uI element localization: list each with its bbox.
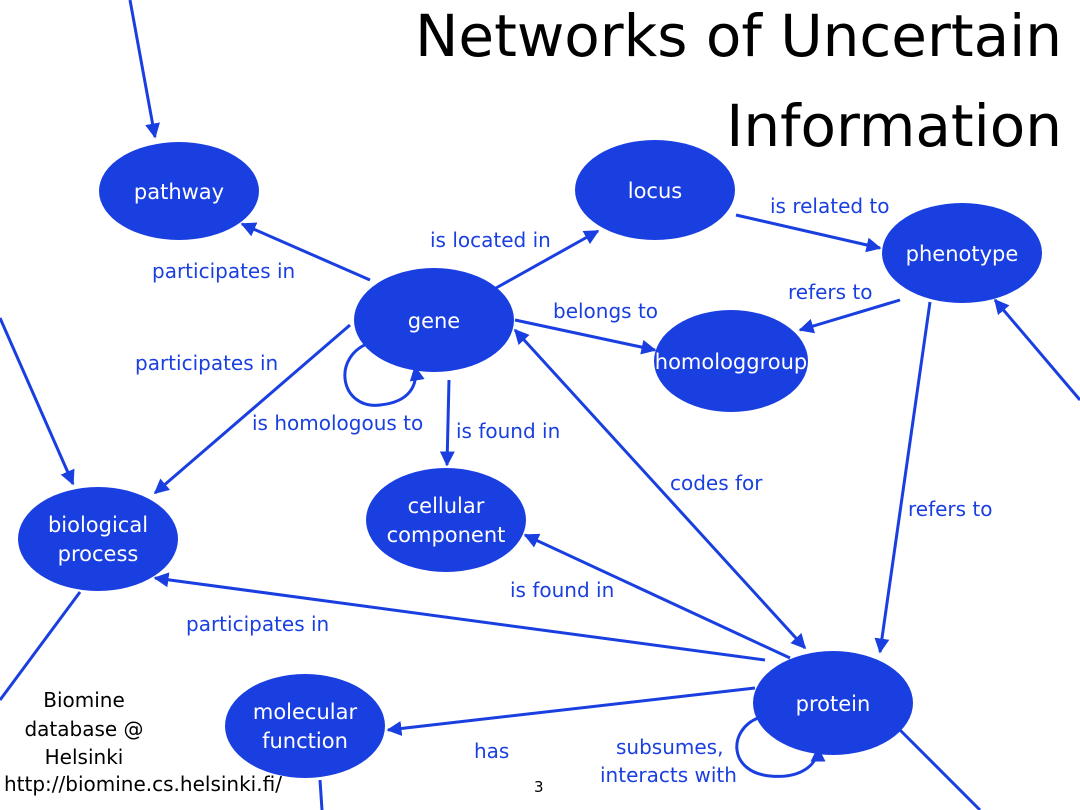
node-pathway[interactable]: pathway <box>99 142 259 240</box>
edge-label-protein-cellular-component: is found in <box>510 578 614 602</box>
edge-gene-cellular-component <box>439 379 455 467</box>
node-gene-label: gene <box>408 309 460 333</box>
edge-molecular-function-offpage <box>318 779 324 810</box>
node-locus-label: locus <box>628 179 682 203</box>
credit-line1: Biomine <box>43 688 125 712</box>
node-cellular-component[interactable]: cellular component <box>366 468 526 572</box>
node-homologgroup[interactable]: homologgroup <box>654 310 808 412</box>
slide-title-line1: Networks of Uncertain <box>415 2 1062 70</box>
node-phenotype[interactable]: phenotype <box>882 203 1042 303</box>
edge-phenotype-protein <box>874 301 932 654</box>
node-protein-label: protein <box>796 692 871 716</box>
node-molecular-function-label-1: molecular <box>253 700 358 724</box>
nodes: pathway locus phenotype gene homologgrou… <box>18 140 1042 778</box>
edge-phenotype-homologgroup <box>798 298 901 334</box>
edge-protein-biological-process <box>153 572 766 662</box>
page-number: 3 <box>534 778 544 796</box>
edge-label-protein-biological-process: participates in <box>186 612 329 636</box>
node-pathway-label: pathway <box>134 180 224 204</box>
node-biological-process[interactable]: biological process <box>18 487 178 591</box>
node-homologgroup-label: homologgroup <box>655 350 807 374</box>
edge-label-protein-molecular-function: has <box>474 739 509 763</box>
credit-line3: Helsinki <box>45 745 124 769</box>
node-biological-process-label-2: process <box>58 542 139 566</box>
edge-label-phenotype-protein: refers to <box>908 497 993 521</box>
edge-biological-process-offpage <box>0 591 82 701</box>
edge-gene-homologgroup <box>514 318 657 355</box>
edge-label-protein-gene: codes for <box>670 471 763 495</box>
node-protein[interactable]: protein <box>753 651 913 755</box>
edge-label-locus-phenotype: is related to <box>770 194 890 218</box>
edge-gene-self-loop <box>343 340 425 407</box>
edge-labels: participates in is located in is related… <box>135 194 993 787</box>
edge-offpage-pathway <box>128 0 160 139</box>
node-molecular-function-label-2: function <box>262 729 348 753</box>
source-url[interactable]: http://biomine.cs.helsinki.fi/ <box>4 772 282 796</box>
node-locus[interactable]: locus <box>575 140 735 240</box>
node-gene[interactable]: gene <box>354 268 514 372</box>
edge-label-gene-pathway: participates in <box>152 259 295 283</box>
edge-gene-locus <box>495 229 600 290</box>
edge-protein-self-loop <box>735 716 826 778</box>
edge-offpage-phenotype <box>993 298 1080 401</box>
edge-protein-cellular-component <box>523 533 791 660</box>
credit-line2: database @ <box>24 717 143 741</box>
edge-protein-gene <box>513 328 807 650</box>
node-molecular-function[interactable]: molecular function <box>225 674 385 778</box>
edge-label-gene-biological-process: participates in <box>135 351 278 375</box>
edge-label-gene-homologgroup: belongs to <box>553 299 658 323</box>
edge-label-protein-self-line1: subsumes, <box>616 735 723 759</box>
edge-protein-offpage <box>898 728 982 810</box>
edge-label-phenotype-homologgroup: refers to <box>788 280 873 304</box>
node-phenotype-label: phenotype <box>906 242 1019 266</box>
slide-title-line2: Information <box>726 92 1062 160</box>
edge-offpage-biological-process <box>0 317 75 486</box>
node-biological-process-label-1: biological <box>48 513 148 537</box>
edge-gene-pathway <box>240 222 371 282</box>
edge-label-gene-self: is homologous to <box>252 411 423 435</box>
edge-protein-molecular-function <box>386 686 756 736</box>
edge-gene-biological-process <box>153 323 351 495</box>
edge-label-gene-cellular-component: is found in <box>456 419 560 443</box>
edge-label-protein-self-line2: interacts with <box>600 763 737 787</box>
node-cellular-component-label-1: cellular <box>408 494 485 518</box>
edge-label-gene-locus: is located in <box>430 228 551 252</box>
node-cellular-component-label-2: component <box>387 523 506 547</box>
edge-locus-phenotype <box>735 213 882 253</box>
footer: Biomine database @ Helsinki http://biomi… <box>4 688 544 796</box>
